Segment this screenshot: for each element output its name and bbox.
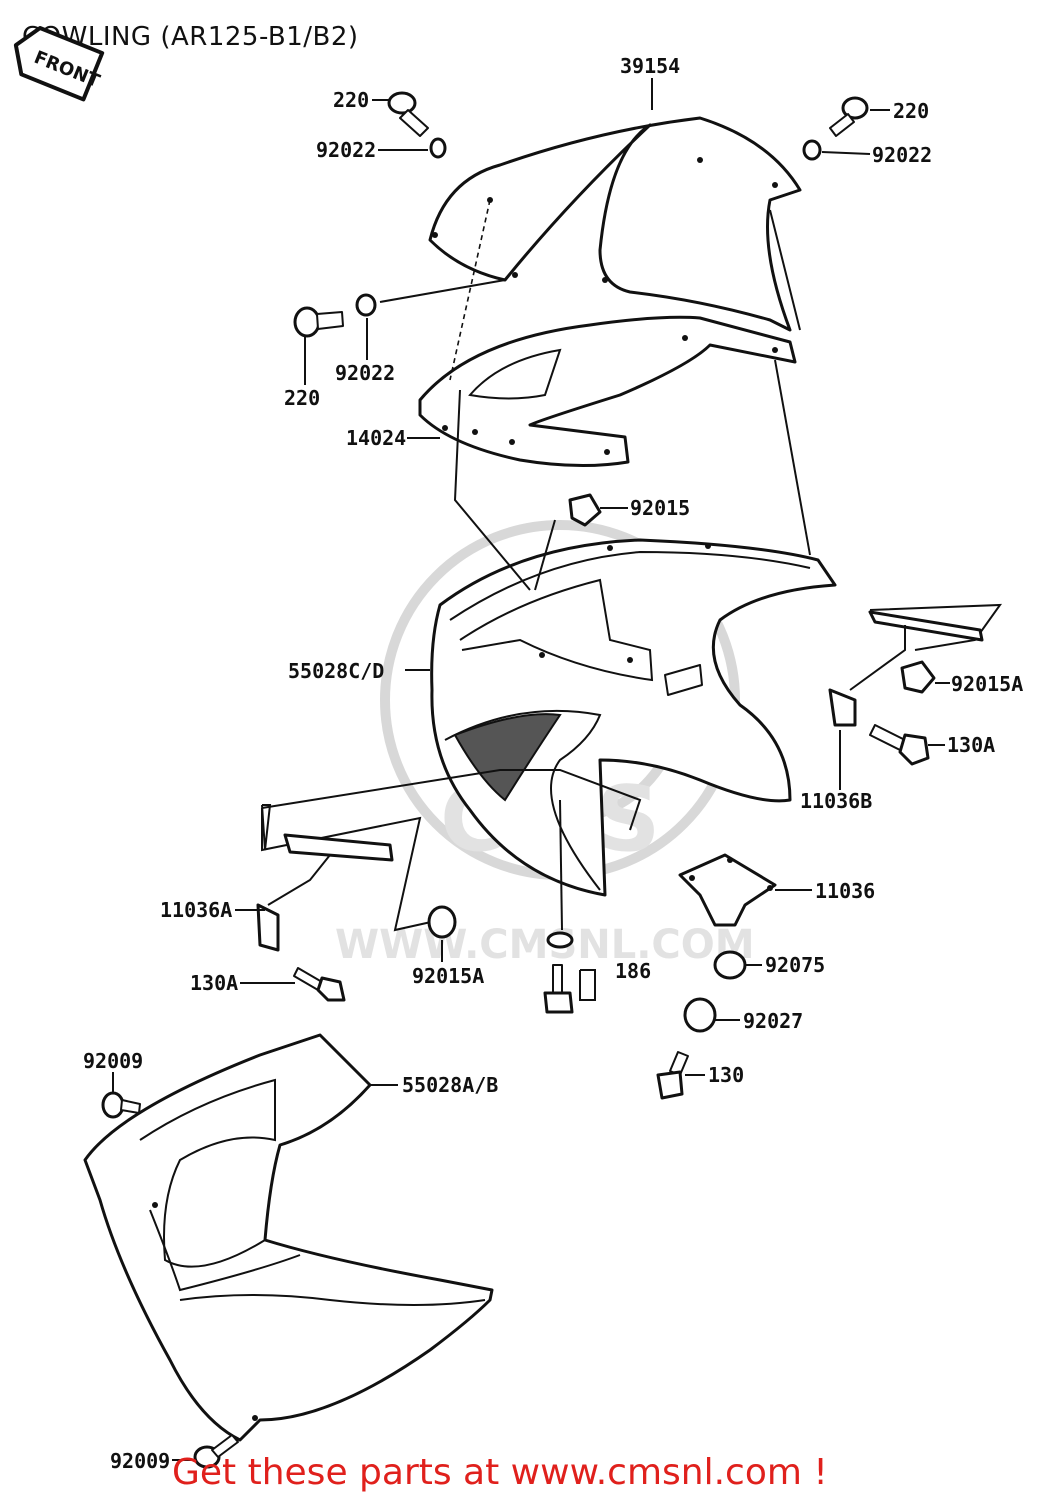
windshield-trim (418, 315, 797, 468)
callout-trim: 14024 (346, 426, 406, 450)
callout-damper: 92027 (743, 1009, 803, 1033)
screw-top-left (387, 91, 429, 137)
callout-washer-bolt: 186 (615, 959, 651, 983)
bolt-left (293, 967, 346, 1002)
callout-bracket-left: 11036A (160, 898, 232, 922)
washer-top-left (429, 137, 447, 159)
upper-cowl (430, 538, 837, 897)
callout-lower-cowl: 55028A/B (402, 1073, 498, 1097)
callout-lower-screw-top: 92009 (83, 1049, 143, 1073)
bracket-left (256, 833, 394, 952)
callout-windshield: 39154 (620, 54, 680, 78)
callout-bolt-right: 130A (947, 733, 995, 757)
bracket-right (828, 610, 984, 727)
washer-side (355, 293, 377, 317)
callout-nut-top: 92015 (630, 496, 690, 520)
nut-right (900, 660, 936, 694)
callout-bracket-right: 11036B (800, 789, 872, 813)
callout-screw-top-left: 220 (333, 88, 369, 112)
callout-lower-screw-bottom: 92009 (110, 1449, 170, 1473)
callout-screw-side: 220 (284, 386, 320, 410)
nut-top (568, 493, 602, 527)
nut-left (427, 905, 457, 939)
callout-screw-top-right: 220 (893, 99, 929, 123)
grommet (713, 950, 747, 980)
callout-bracket-center: 11036 (815, 879, 875, 903)
callout-upper-cowl: 55028C/D (288, 659, 384, 683)
front-arrow-tag: FRONT (13, 25, 105, 102)
callout-nut-right: 92015A (951, 672, 1023, 696)
lower-screw-bottom (193, 1434, 239, 1469)
damper (683, 997, 717, 1033)
bolt-right (869, 724, 930, 766)
callout-bolt-left: 130A (190, 971, 238, 995)
watermark-url: WWW.CMSNL.COM (335, 922, 755, 968)
washer-top-right (802, 139, 822, 161)
washer-bolt (546, 931, 574, 949)
callout-nut-left: 92015A (412, 964, 484, 988)
lower-screw-top (101, 1091, 141, 1119)
bolt-bottom (543, 964, 574, 1014)
callout-washer-top-left: 92022 (316, 138, 376, 162)
windshield (428, 116, 802, 332)
screw-top-right (829, 96, 869, 137)
lower-cowl (83, 1033, 494, 1442)
bracket-center (678, 853, 777, 927)
callout-washer-top-right: 92022 (872, 143, 932, 167)
callout-bolt-center: 130 (708, 1063, 744, 1087)
screw-side (293, 306, 344, 338)
bolt-center (656, 1051, 689, 1100)
callout-washer-side: 92022 (335, 361, 395, 385)
footer-link[interactable]: Get these parts at www.cmsnl.com ! (172, 1452, 828, 1493)
callout-grommet: 92075 (765, 953, 825, 977)
